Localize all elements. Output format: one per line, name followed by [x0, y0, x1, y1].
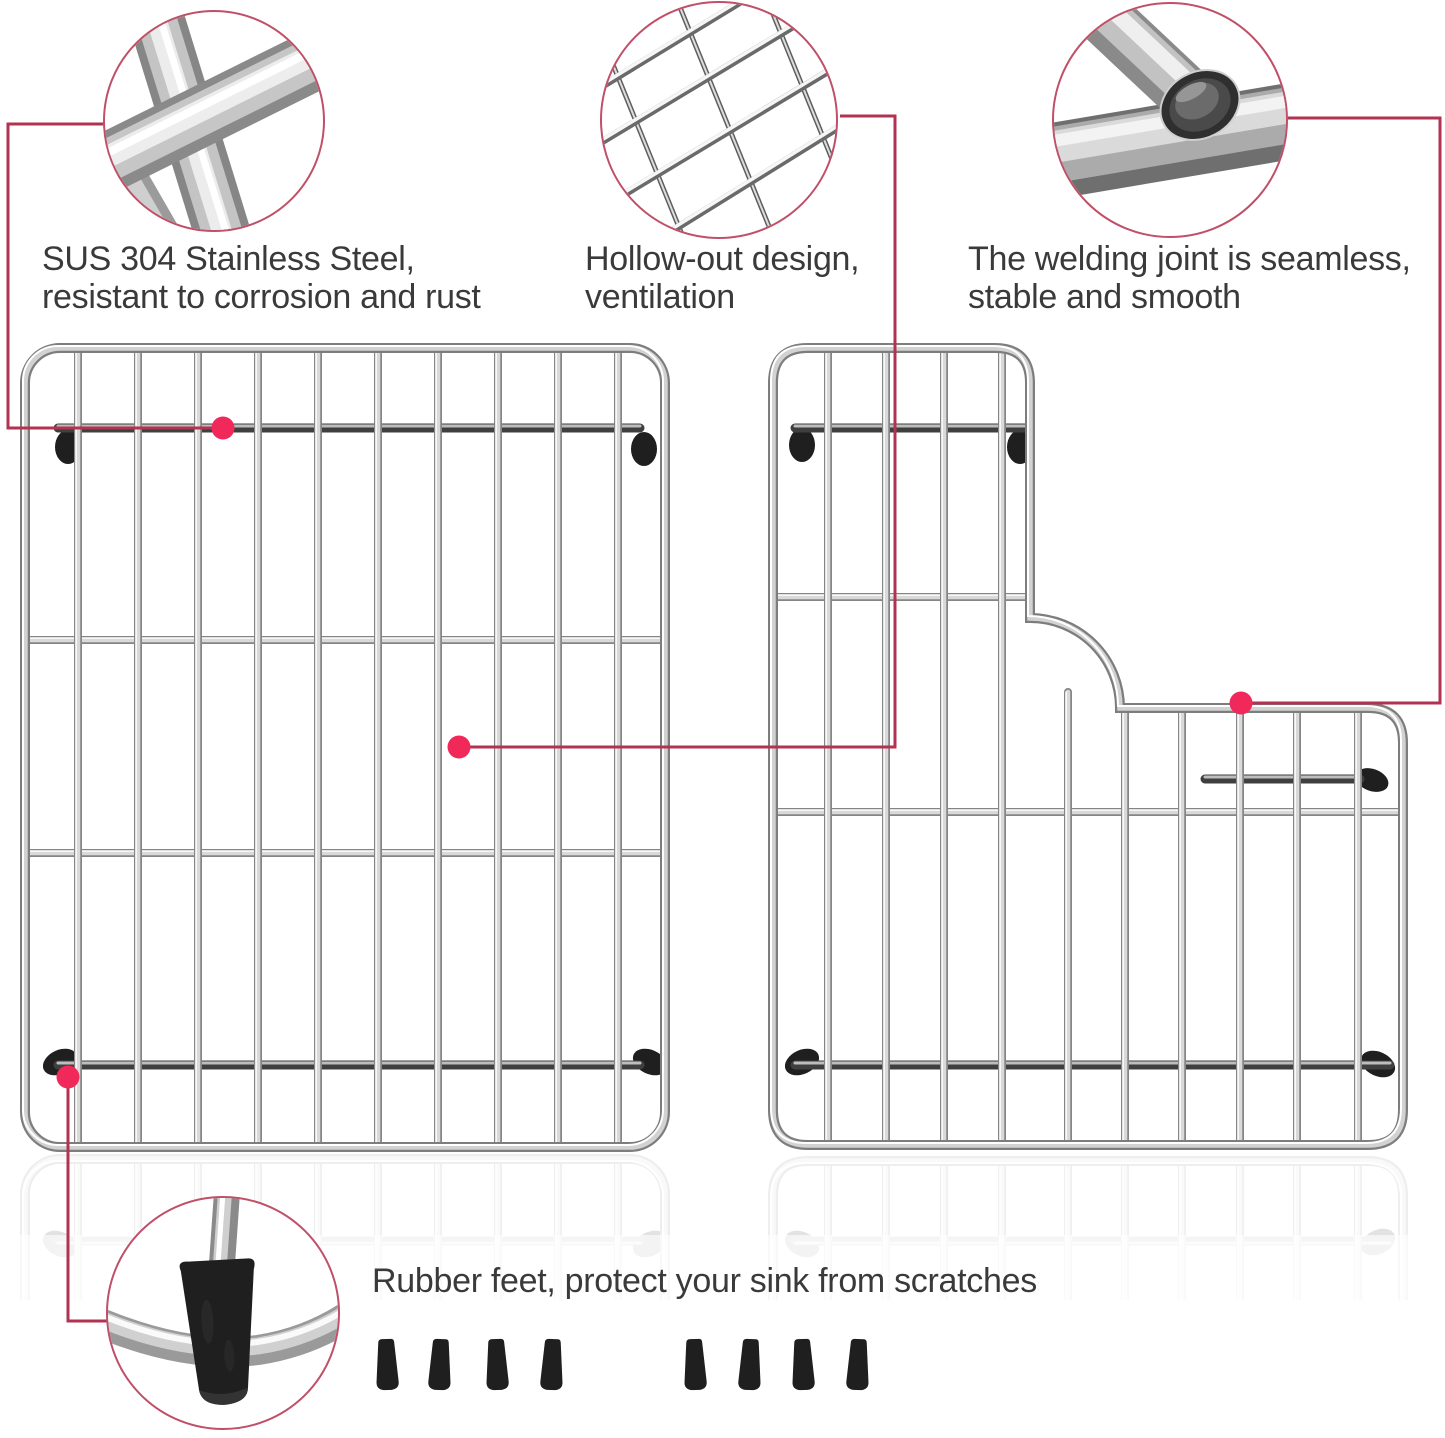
callout-line-steel [6, 122, 223, 430]
rubber-foot-icon [481, 1335, 513, 1394]
rubber-foot-icon [424, 1335, 456, 1394]
callout-dot-welding [1229, 691, 1253, 715]
right-grid-hanger-bars [790, 423, 1395, 1070]
steel-feature-line2: resistant to corrosion and rust [42, 278, 481, 316]
rubber-foot-photo-icon [106, 1196, 340, 1430]
welding-feature-line1: The welding joint is seamless, [968, 240, 1411, 278]
rubber-foot-drawing [108, 1198, 338, 1405]
rubber-foot-icon [842, 1335, 874, 1394]
tube-end-cap [1159, 69, 1241, 141]
crossed-steel-tubes [105, 12, 323, 230]
steel-cross-tubes-drawing [105, 12, 323, 230]
steel-feature-line1: SUS 304 Stainless Steel, [42, 240, 415, 278]
steel-cross-tubes-photo-icon [103, 10, 325, 232]
hollow-feature-line1: Hollow-out design, [585, 240, 860, 278]
welding-joint-drawing [1054, 4, 1286, 200]
callout-line-rubber [66, 1077, 107, 1323]
mesh-main-wires [602, 3, 836, 237]
callout-line-welding [1241, 116, 1442, 705]
rubber-foot-icon [787, 1335, 819, 1394]
curved-frame-tube [108, 1304, 338, 1367]
callout-dot-hollow [447, 735, 471, 759]
wire-mesh-drawing [602, 3, 836, 237]
wire-mesh-photo-icon [600, 1, 838, 239]
callout-dot-rubber [56, 1065, 80, 1089]
rubber-feature-label: Rubber feet, protect your sink from scra… [372, 1262, 1037, 1300]
right-grid-frame [768, 343, 1408, 1150]
callout-dot-steel [211, 416, 235, 440]
rubber-foot-cone [179, 1258, 255, 1405]
hollow-feature-line2: ventilation [585, 278, 735, 316]
hollow-feature-label: Hollow-out design, ventilation [585, 240, 860, 316]
diagonal-tube [1054, 4, 1206, 115]
welding-joint-photo-icon [1052, 2, 1288, 238]
rubber-foot-icon [536, 1335, 568, 1394]
callout-line-hollow [459, 114, 897, 749]
rubber-foot-icon [734, 1335, 766, 1394]
welding-feature-line2: stable and smooth [968, 278, 1241, 316]
left-grid-vertical-wires [74, 344, 622, 1151]
steel-feature-label: SUS 304 Stainless Steel, resistant to co… [42, 240, 481, 316]
rubber-feature-line1: Rubber feet, protect your sink from scra… [372, 1262, 1037, 1300]
rubber-foot-icon [679, 1335, 711, 1394]
welding-feature-label: The welding joint is seamless, stable an… [968, 240, 1411, 316]
rubber-foot-icon [371, 1335, 403, 1394]
